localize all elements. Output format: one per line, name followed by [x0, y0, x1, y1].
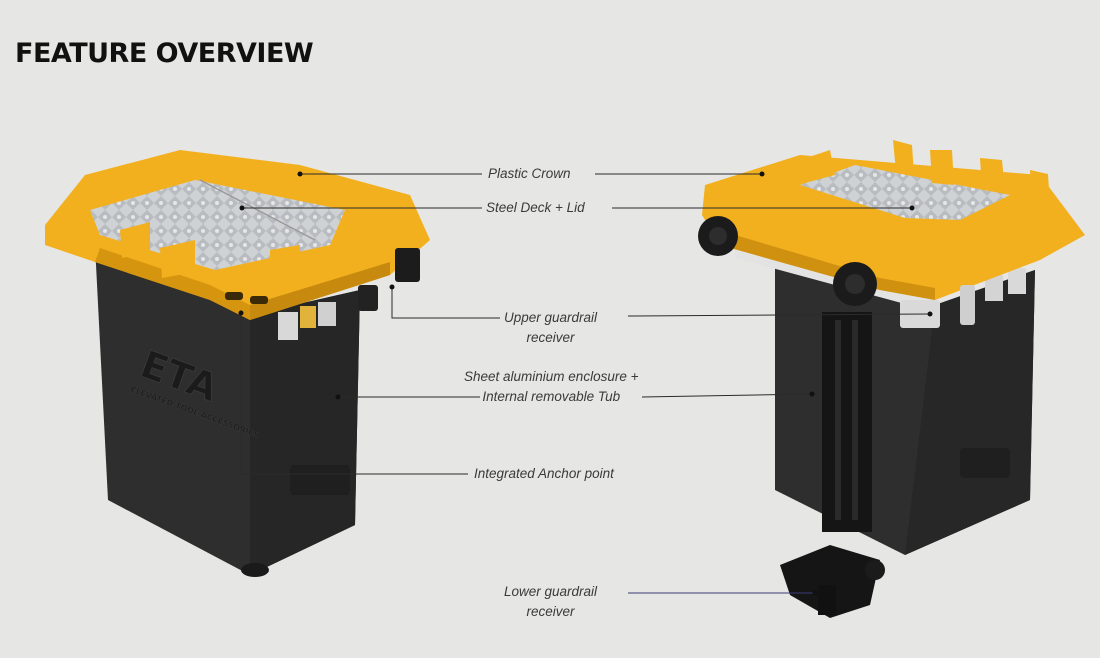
lower-guardrail-receiver	[822, 312, 872, 532]
right-tool-box	[698, 140, 1085, 618]
left-tool-box: ETA ELEVATED TOOL ACCESSORIES	[45, 150, 430, 577]
steel-deck-right	[800, 165, 1010, 220]
warning-sticker	[278, 312, 298, 340]
callout-dots	[238, 171, 933, 596]
page-title: FEATURE OVERVIEW	[15, 38, 314, 69]
label-upper-guardrail: Upper guardrail receiver	[504, 310, 598, 345]
callout-lines	[240, 173, 931, 594]
label-plastic-crown: Plastic Crown	[488, 166, 571, 181]
label-enclosure: Sheet aluminium enclosure + Internal rem…	[464, 369, 639, 404]
steel-deck	[90, 180, 345, 270]
upper-receiver-bracket	[395, 248, 420, 282]
side-handle-right	[960, 448, 1010, 478]
label-lower-guardrail: Lower guardrail receiver	[504, 584, 598, 619]
label-anchor-point: Integrated Anchor point	[474, 466, 614, 481]
label-steel-deck: Steel Deck + Lid	[486, 200, 585, 215]
side-handle	[290, 465, 350, 495]
